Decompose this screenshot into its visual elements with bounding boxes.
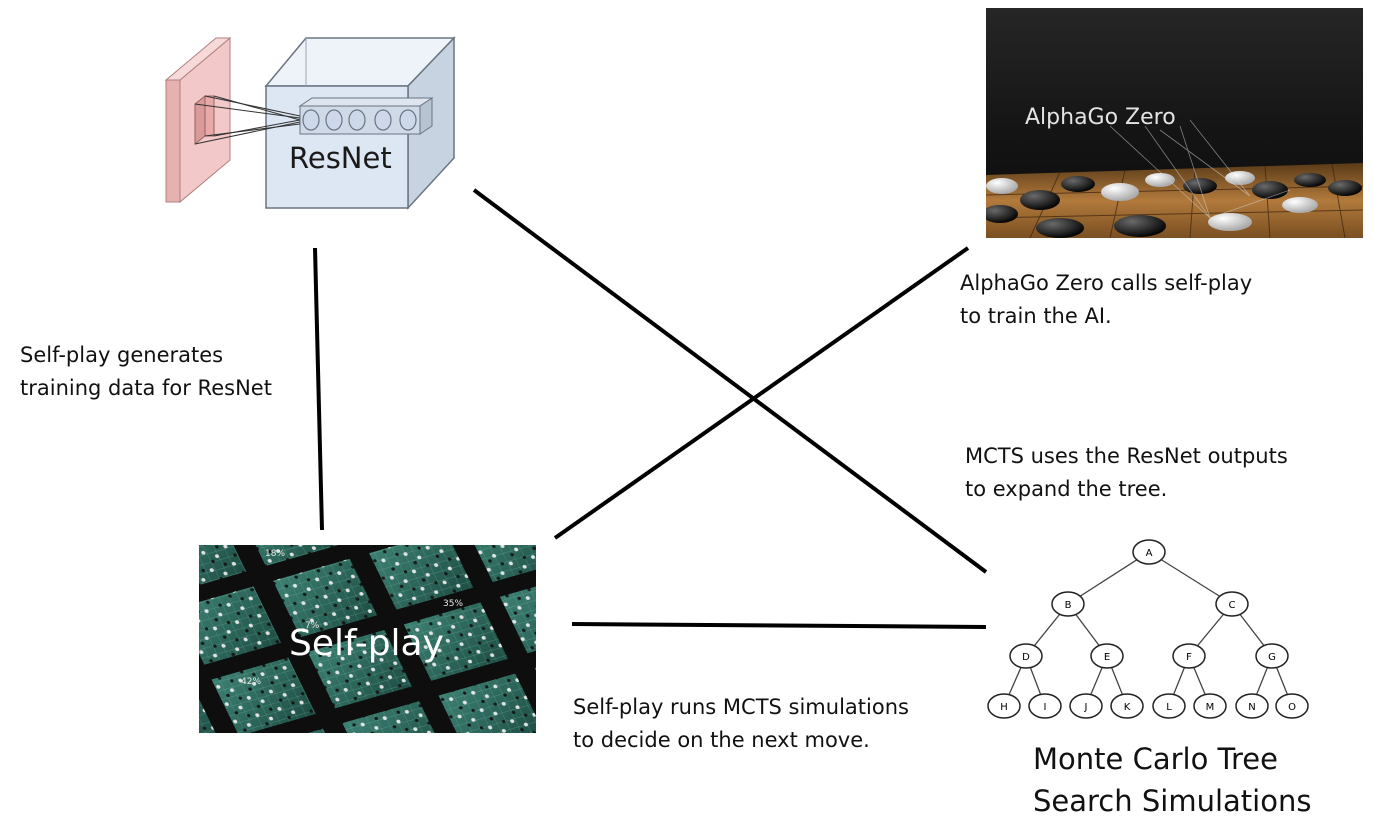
annotation-mcts-uses-resnet: MCTS uses the ResNet outputs to expand t… xyxy=(965,440,1288,506)
tree-node-m: M xyxy=(1193,693,1227,719)
alphago-title: AlphaGo Zero xyxy=(1025,105,1176,130)
svg-text:B: B xyxy=(1065,600,1072,611)
tree-node-c: C xyxy=(1215,591,1249,617)
svg-text:K: K xyxy=(1124,702,1131,713)
neuron-row xyxy=(298,97,434,135)
svg-text:A: A xyxy=(1146,548,1153,559)
percent-label: 18% xyxy=(265,549,285,559)
connector-resnet-selfplay xyxy=(313,247,324,531)
annotation-line: MCTS uses the ResNet outputs xyxy=(965,444,1288,468)
svg-text:N: N xyxy=(1248,702,1255,713)
mcts-caption-line: Search Simulations xyxy=(1033,784,1312,818)
mcts-caption-line: Monte Carlo Tree xyxy=(1033,742,1278,776)
resnet-figure: ResNet xyxy=(164,36,456,210)
tree-node-g: G xyxy=(1255,643,1289,669)
tree-edges xyxy=(1003,551,1293,707)
self-play-image: 18% 35% 42% 7% Self-play xyxy=(199,545,536,733)
annotation-line: to expand the tree. xyxy=(965,477,1168,501)
connector-selfplay-mcts xyxy=(571,622,987,629)
tree-node-o: O xyxy=(1275,693,1309,719)
annotation-selfplay-generates: Self-play generates training data for Re… xyxy=(20,339,272,405)
annotation-alphago-calls-selfplay: AlphaGo Zero calls self-play to train th… xyxy=(960,267,1252,333)
tree-node-e: E xyxy=(1090,643,1124,669)
tree-node-n: N xyxy=(1235,693,1269,719)
connector-alphago-selfplay xyxy=(553,246,970,540)
tree-node-l: L xyxy=(1152,693,1186,719)
alphago-zero-image: AlphaGo Zero xyxy=(986,8,1363,238)
tree-node-j: J xyxy=(1069,693,1103,719)
svg-text:F: F xyxy=(1186,652,1192,663)
tree-node-b: B xyxy=(1051,591,1085,617)
percent-label: 42% xyxy=(241,677,261,687)
annotation-line: training data for ResNet xyxy=(20,376,272,400)
annotation-line: Self-play runs MCTS simulations xyxy=(573,695,909,719)
svg-text:G: G xyxy=(1268,652,1276,663)
network-glow-lines xyxy=(1109,119,1291,219)
annotation-selfplay-runs-mcts: Self-play runs MCTS simulations to decid… xyxy=(573,691,909,757)
svg-text:I: I xyxy=(1044,702,1047,713)
svg-text:M: M xyxy=(1206,702,1215,713)
annotation-line: to decide on the next move. xyxy=(573,728,870,752)
tree-node-f: F xyxy=(1172,643,1206,669)
tree-node-h: H xyxy=(987,693,1021,719)
svg-text:J: J xyxy=(1084,702,1088,713)
svg-text:H: H xyxy=(1000,702,1008,713)
percent-label: 7% xyxy=(305,621,320,631)
annotation-line: to train the AI. xyxy=(960,304,1112,328)
input-plane xyxy=(164,36,232,204)
svg-text:E: E xyxy=(1104,652,1110,663)
receptive-field-lines xyxy=(194,95,301,145)
mcts-caption: Monte Carlo Tree Search Simulations xyxy=(1033,738,1311,822)
connector-resnet-mcts xyxy=(472,188,988,574)
annotation-line: AlphaGo Zero calls self-play xyxy=(960,271,1253,295)
tree-node-a: A xyxy=(1132,539,1166,565)
go-stones xyxy=(986,171,1362,238)
tree-node-i: I xyxy=(1028,693,1062,719)
self-play-label: Self-play xyxy=(289,623,444,664)
mcts-tree: A B C D E F G H I J K L M N O xyxy=(987,539,1309,719)
annotation-line: Self-play generates xyxy=(20,343,224,367)
svg-text:L: L xyxy=(1166,702,1172,713)
connectors xyxy=(313,188,988,629)
percent-labels: 18% 35% 42% 7% xyxy=(241,549,463,687)
resnet-label: ResNet xyxy=(289,141,392,175)
svg-text:O: O xyxy=(1288,702,1296,713)
svg-text:D: D xyxy=(1022,652,1030,663)
svg-text:C: C xyxy=(1229,600,1236,611)
board-gaps xyxy=(199,545,536,733)
tree-node-d: D xyxy=(1009,643,1043,669)
percent-label: 35% xyxy=(443,599,463,609)
tree-node-k: K xyxy=(1110,693,1144,719)
tree-nodes: A B C D E F G H I J K L M N O xyxy=(987,539,1309,719)
